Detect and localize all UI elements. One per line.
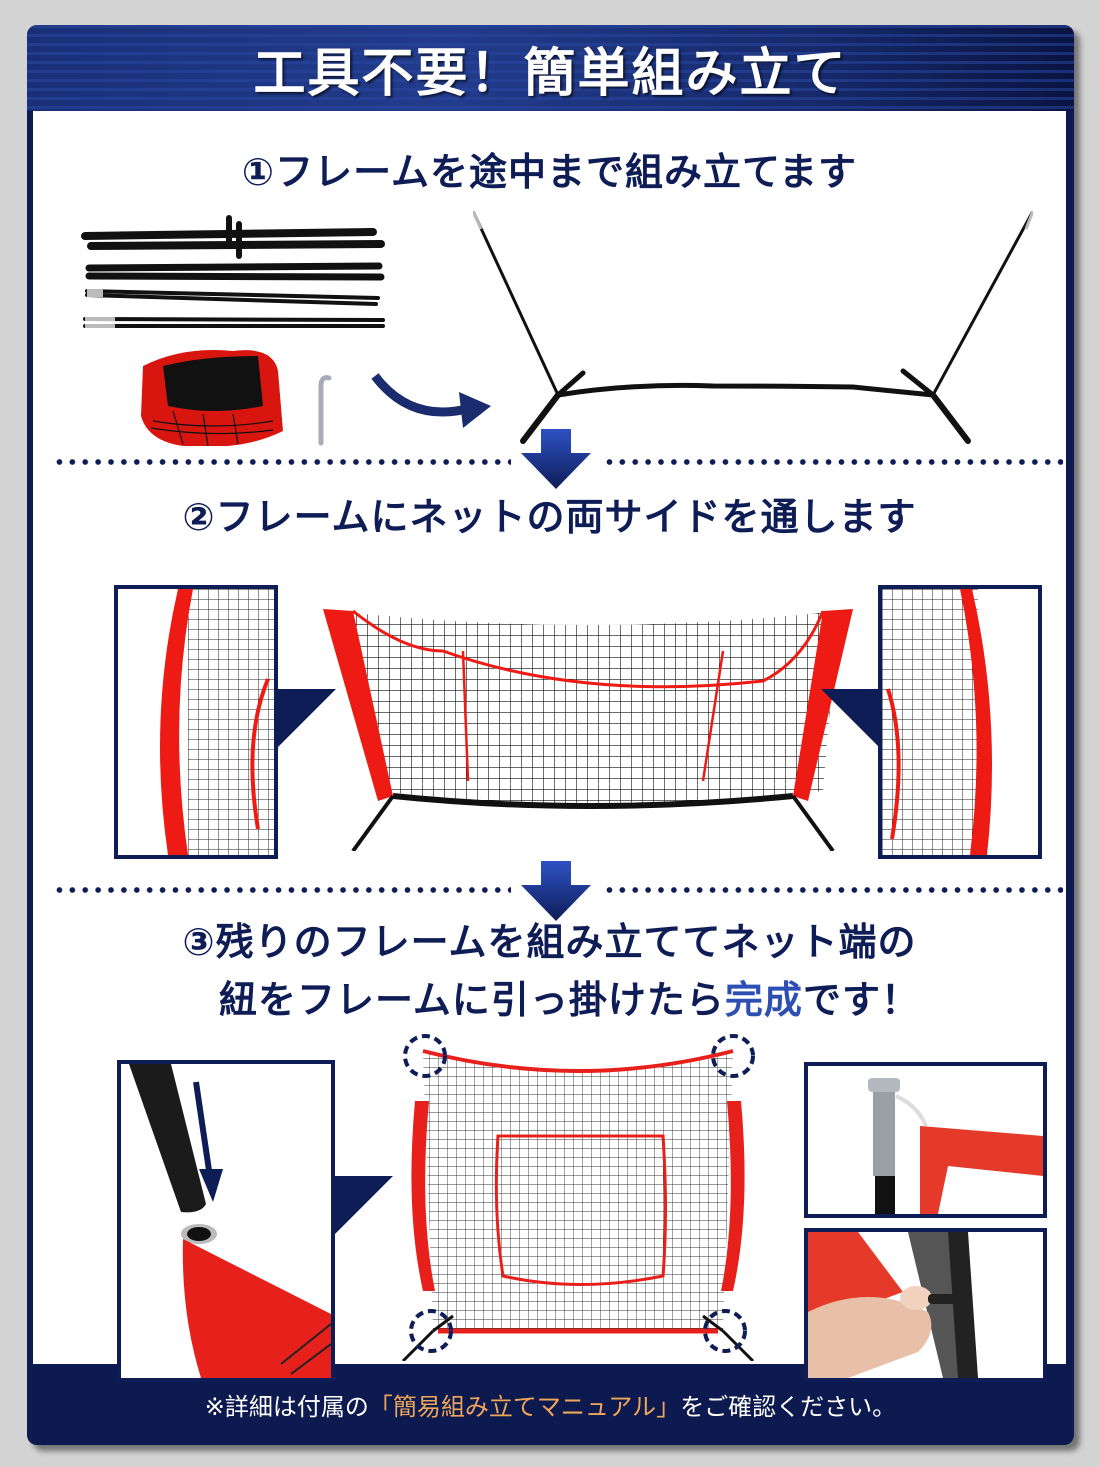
step3-title-accent: 完成 [724, 978, 803, 1022]
callout-pointer-right [821, 689, 879, 747]
step3-title-text: 紐をフレームに引っ掛けたら [219, 978, 725, 1022]
footer-prefix: ※詳細は付属の [204, 1393, 369, 1421]
step2-left-closeup [114, 585, 278, 859]
callout-pointer-left [278, 689, 336, 747]
instruction-card: 工具不要！簡単組み立て ①フレームを途中まで組み立てます [27, 25, 1074, 1445]
step2-title: ②フレームにネットの両サイドを通します [182, 495, 917, 539]
divider-dots [53, 887, 511, 893]
step3-cord-top-closeup [804, 1062, 1047, 1218]
divider-dots [603, 459, 1063, 465]
header-banner: 工具不要！簡単組み立て [27, 25, 1074, 111]
divider-dots [53, 459, 511, 465]
step3-title-line2: 紐をフレームに引っ掛けたら完成です！ [33, 969, 1066, 1024]
step2-right-closeup [878, 585, 1042, 859]
step2-net-image [323, 591, 853, 851]
content-panel: ①フレームを途中まで組み立てます [33, 111, 1066, 1382]
corner-highlight-icon [403, 1034, 755, 1353]
step1-title: ①フレームを途中まで組み立てます [241, 150, 858, 194]
step1-parts-image [73, 206, 403, 446]
manual-reference: 「簡易組み立てマニュアル」 [368, 1393, 681, 1421]
divider-dots [603, 887, 1063, 893]
footer-suffix: をご確認ください。 [680, 1393, 897, 1421]
step3-title-text: です！ [802, 978, 920, 1022]
net-bag-icon [141, 350, 283, 446]
step3-pole-closeup [117, 1060, 335, 1382]
footer-note: ※詳細は付属の「簡易組み立てマニュアル」をご確認ください。 [27, 1364, 1074, 1445]
step1-frame-image [473, 211, 1033, 471]
down-arrow-icon [521, 861, 591, 921]
curved-arrow-icon [371, 366, 491, 436]
step3-cord-bottom-closeup [804, 1228, 1047, 1382]
step3-completed-net [393, 1031, 763, 1361]
step3-title-line1: ③残りのフレームを組み立ててネット端の [182, 920, 917, 964]
stake-icon [318, 375, 332, 446]
down-arrow-icon [521, 429, 591, 489]
callout-pointer-left [335, 1176, 393, 1234]
page-title: 工具不要！簡単組み立て [253, 43, 848, 104]
